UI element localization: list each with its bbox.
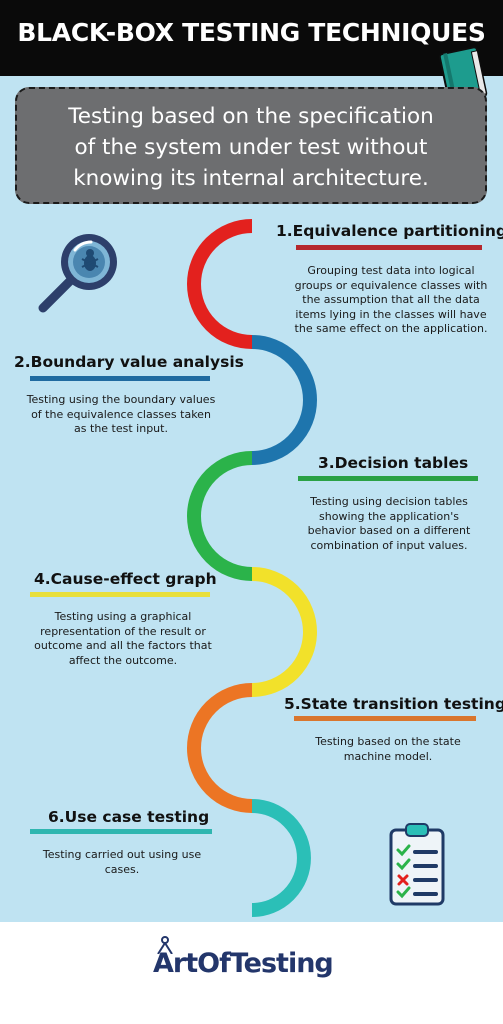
section-6-bar (30, 829, 212, 834)
section-2-desc-line: Testing using the boundary values (26, 393, 216, 406)
subtitle-line-3: knowing its internal architecture. (73, 166, 429, 191)
footer (0, 922, 503, 1024)
section-6-desc-line: cases. (104, 862, 140, 876)
section-4-desc-line: affect the outcome. (68, 653, 178, 667)
section-1-desc-line: groups or equivalence classes with (294, 278, 488, 292)
section-6-title: 6.Use case testing (48, 808, 210, 826)
section-5-title: 5.State transition testing (284, 695, 503, 713)
section-4-desc-line: Testing using a graphical (54, 610, 192, 623)
checklist-icon (389, 823, 445, 906)
subtitle-box: Testing based on the specification of th… (15, 87, 487, 204)
section-1-desc-line: the same effect on the application. (294, 322, 488, 335)
wave-segment-green (187, 451, 253, 581)
artoftesting-logo-text[interactable]: ArtOfTesting (153, 948, 334, 979)
section-5-desc-line: machine model. (343, 749, 433, 763)
section-1-desc-line: the assumption that all the data (302, 293, 480, 306)
section-3-desc-line: showing the application's (319, 509, 459, 523)
header-bar: BLACK-BOX TESTING TECHNIQUES (0, 0, 503, 76)
section-6-desc: Testing carried out using use cases. (24, 848, 220, 877)
section-4-title: 4.Cause-effect graph (34, 570, 217, 588)
magnifier-icon (38, 234, 117, 313)
wave-segment-orange (187, 683, 253, 813)
section-3-bar (298, 476, 478, 481)
wave-segment-teal (251, 799, 311, 917)
section-4-desc-line: outcome and all the factors that (34, 639, 212, 652)
page-title: BLACK-BOX TESTING TECHNIQUES (17, 18, 486, 47)
section-2-desc: Testing using the boundary values of the… (12, 393, 230, 437)
subtitle-line-1: Testing based on the specification (68, 104, 434, 129)
subtitle-text: Testing based on the specification of th… (17, 101, 485, 194)
section-6-desc-line: Testing carried out using use (42, 848, 202, 861)
section-2-desc-line: as the test input. (74, 422, 168, 435)
subtitle-line-2: of the system under test without (74, 135, 428, 160)
section-4-desc-line: representation of the result or (40, 624, 206, 638)
section-1-bar (296, 245, 482, 250)
section-4-bar (30, 592, 210, 597)
section-3-desc-line: Testing using decision tables (310, 495, 468, 508)
wave-segment-red (187, 219, 253, 349)
wave-segment-yellow (251, 567, 317, 697)
section-3-desc: Testing using decision tables showing th… (286, 495, 492, 553)
section-2-desc-line: of the equivalence classes taken (31, 407, 211, 421)
section-4-desc: Testing using a graphical representation… (12, 610, 234, 668)
section-3-desc-line: combination of input values. (310, 538, 468, 552)
section-1-title: 1.Equivalence partitioning (276, 222, 503, 240)
section-5-desc: Testing based on the state machine model… (290, 735, 486, 764)
section-5-desc-line: Testing based on the state (315, 735, 461, 748)
section-3-desc-line: behavior based on a different (307, 524, 471, 537)
section-5-bar (294, 716, 476, 721)
section-2-title: 2.Boundary value analysis (14, 353, 244, 371)
wave-segment-blue (251, 335, 317, 465)
section-1-desc-line: Grouping test data into logical (307, 264, 475, 277)
artoftesting-logo-icon (157, 936, 173, 954)
section-3-title: 3.Decision tables (318, 454, 469, 472)
section-2-bar (30, 376, 210, 381)
section-1-desc: Grouping test data into logical groups o… (286, 264, 496, 337)
section-1-desc-line: items lying in the classes will have (295, 307, 487, 321)
